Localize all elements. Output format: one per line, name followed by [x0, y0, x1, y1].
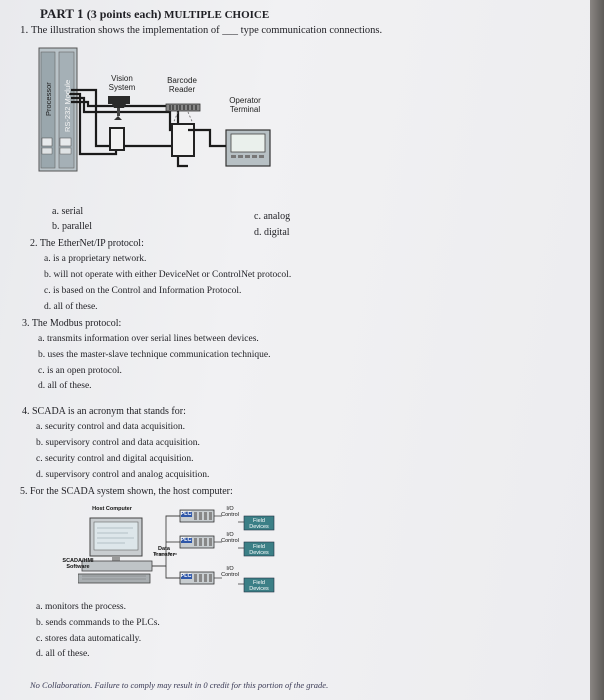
- scada-software-label: SCADA/HMI Software: [62, 558, 94, 570]
- q1-stem: 1. The illustration shows the implementa…: [20, 24, 383, 36]
- q2-option-a: a. is a proprietary network.: [44, 254, 147, 264]
- q2-stem: 2. The EtherNet/IP protocol:: [30, 238, 144, 249]
- q3-option-d: d. all of these.: [38, 381, 92, 391]
- page-edge-shadow: [590, 0, 604, 700]
- operator-terminal-label: Operator Terminal: [229, 96, 261, 114]
- q1-option-a: a. serial: [52, 206, 84, 217]
- data-transfer-label: Data Transfer: [153, 546, 175, 558]
- field-devices-3-label: Field Devices: [249, 580, 269, 592]
- host-computer-label: Host Computer: [92, 506, 132, 512]
- vision-system-label: Vision System: [108, 74, 136, 92]
- processor-label: Processor: [44, 82, 53, 116]
- q1-figure: Processor RS-232 Module Vision System Ba…: [38, 46, 278, 206]
- q1-option-d: d. digital: [254, 227, 290, 238]
- scada-system-diagram: [77, 509, 275, 593]
- q3-option-b: b. uses the master-slave technique commu…: [38, 350, 271, 360]
- q1-option-c: c. analog: [254, 211, 291, 222]
- worksheet-page: PART 1 (3 points each) MULTIPLE CHOICE 1…: [0, 0, 590, 700]
- q2-option-d: d. all of these.: [44, 302, 98, 312]
- q4-option-c: c. security control and digital acquisit…: [36, 454, 194, 464]
- q2-option-c: c. is based on the Control and Informati…: [44, 286, 242, 296]
- q3-option-a: a. transmits information over serial lin…: [38, 334, 259, 344]
- q3-stem: 3. The Modbus protocol:: [22, 318, 122, 329]
- rs232-label: RS-232 Module: [63, 79, 72, 132]
- q4-option-d: d. supervisory control and analog acquis…: [36, 470, 210, 480]
- q2-option-b: b. will not operate with either DeviceNe…: [44, 270, 292, 280]
- q3-option-c: c. is an open protocol.: [38, 366, 122, 376]
- q4-option-a: a. security control and data acquisition…: [36, 422, 186, 432]
- q1-option-b: b. parallel: [52, 221, 92, 232]
- collaboration-notice: No Collaboration. Failure to comply may …: [30, 680, 329, 690]
- field-devices-1-label: Field Devices: [249, 518, 269, 530]
- q5-stem: 5. For the SCADA system shown, the host …: [20, 486, 233, 497]
- q5-figure: Host Computer SCADA/HMI Software Data Tr…: [62, 502, 278, 598]
- q5-option-d: d. all of these.: [36, 649, 90, 659]
- plc-1-label: PLC: [180, 511, 192, 517]
- q4-stem: 4. SCADA is an acronym that stands for:: [22, 406, 186, 417]
- io-control-3-label: I/O Control: [221, 566, 239, 578]
- plc-3-label: PLC: [180, 573, 192, 579]
- barcode-reader-label: Barcode Reader: [167, 76, 197, 94]
- part-title: PART 1 (3 points each) MULTIPLE CHOICE: [40, 6, 270, 21]
- q4-option-b: b. supervisory control and data acquisit…: [36, 438, 200, 448]
- io-control-1-label: I/O Control: [221, 506, 239, 518]
- field-devices-2-label: Field Devices: [249, 544, 269, 556]
- q5-option-b: b. sends commands to the PLCs.: [36, 618, 160, 628]
- q5-option-a: a. monitors the process.: [36, 602, 126, 612]
- q5-option-c: c. stores data automatically.: [36, 634, 142, 644]
- plc-2-label: PLC: [180, 537, 192, 543]
- serial-network-diagram: [38, 47, 271, 172]
- io-control-2-label: I/O Control: [221, 532, 239, 544]
